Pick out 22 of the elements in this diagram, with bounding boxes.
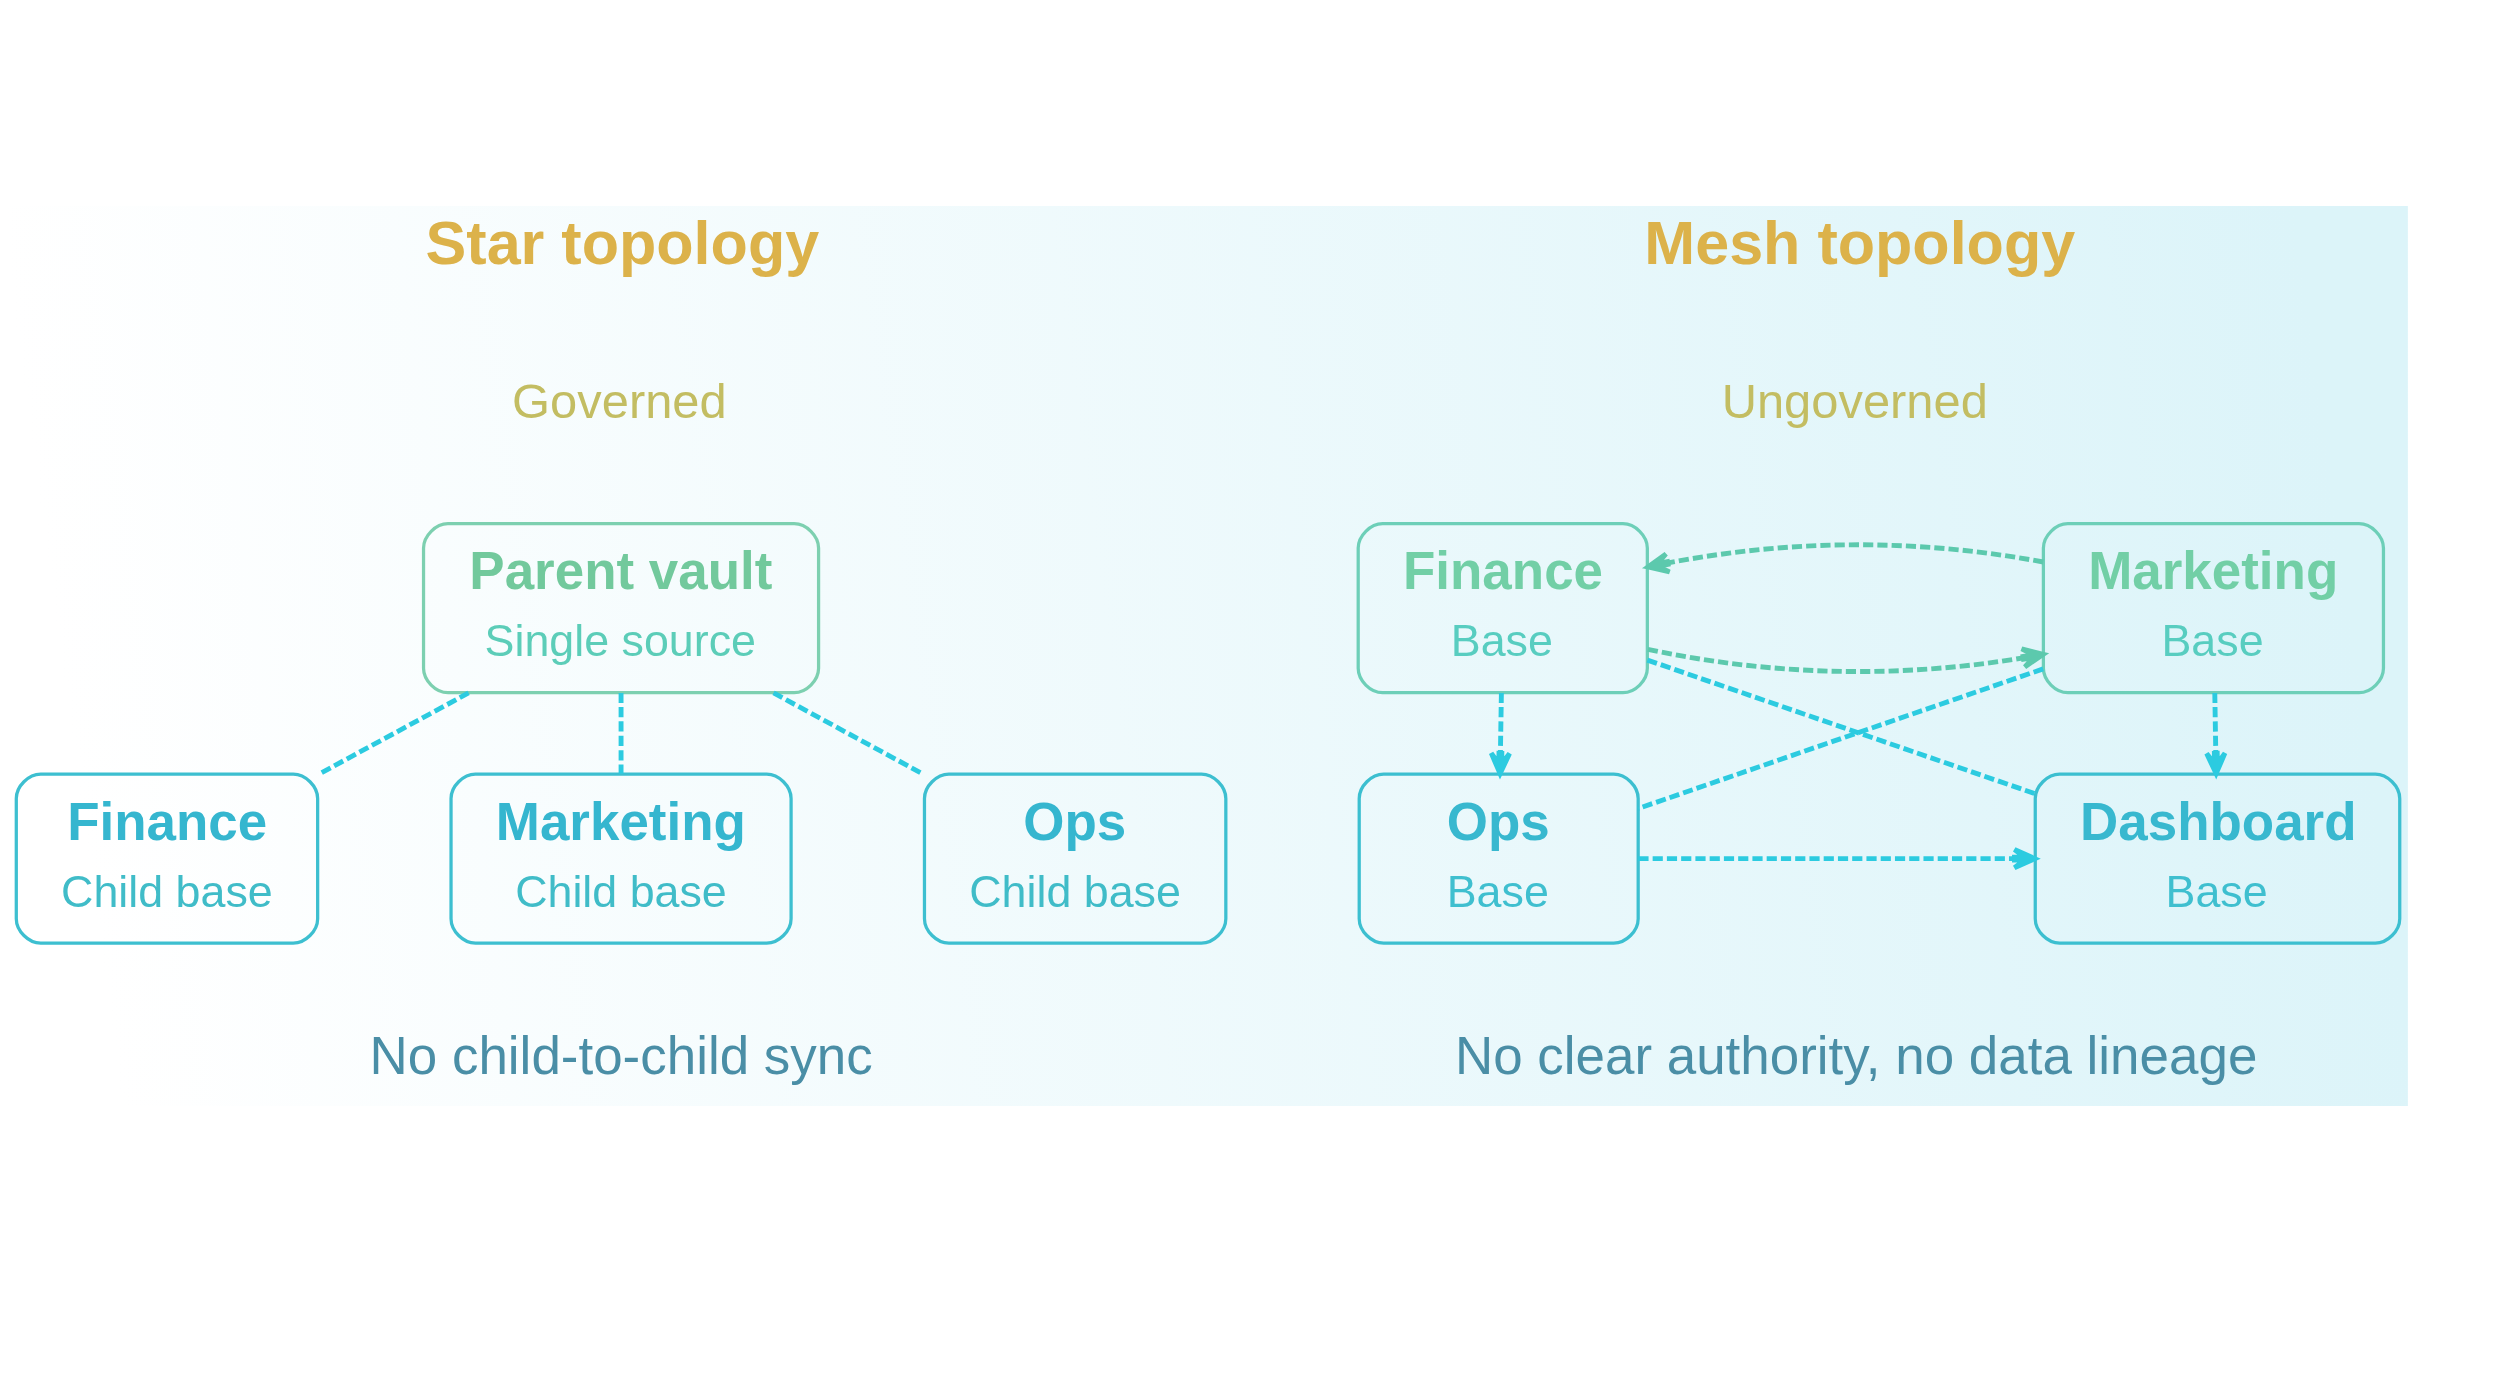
arrow	[1647, 646, 2046, 674]
label: No clear authority, no data lineage	[1454, 1026, 2258, 1086]
connector	[1637, 666, 2044, 811]
arrow	[1638, 847, 2038, 871]
node-box: Finance Child base	[14, 772, 320, 945]
node-box: Dashboard Base	[2033, 772, 2402, 945]
arrow	[2204, 692, 2228, 777]
node-box: Marketing Child base	[449, 772, 793, 945]
connector	[1646, 657, 2036, 796]
label: Mesh topology	[1644, 209, 2076, 278]
label: Star topology	[425, 209, 820, 278]
node-box: Marketing Base	[2041, 522, 2386, 695]
node-box: Finance Base	[1356, 522, 1649, 695]
node-box: Ops Child base	[922, 772, 1228, 945]
label: Ungoverned	[1721, 374, 1988, 429]
arrow	[1488, 692, 1512, 777]
node-box: Ops Base	[1357, 772, 1640, 945]
arrow	[1645, 542, 2044, 575]
label: No child-to-child sync	[369, 1026, 873, 1086]
connector	[618, 692, 624, 774]
label: Governed	[512, 374, 727, 429]
node-box: Parent vault Single source	[421, 522, 821, 695]
